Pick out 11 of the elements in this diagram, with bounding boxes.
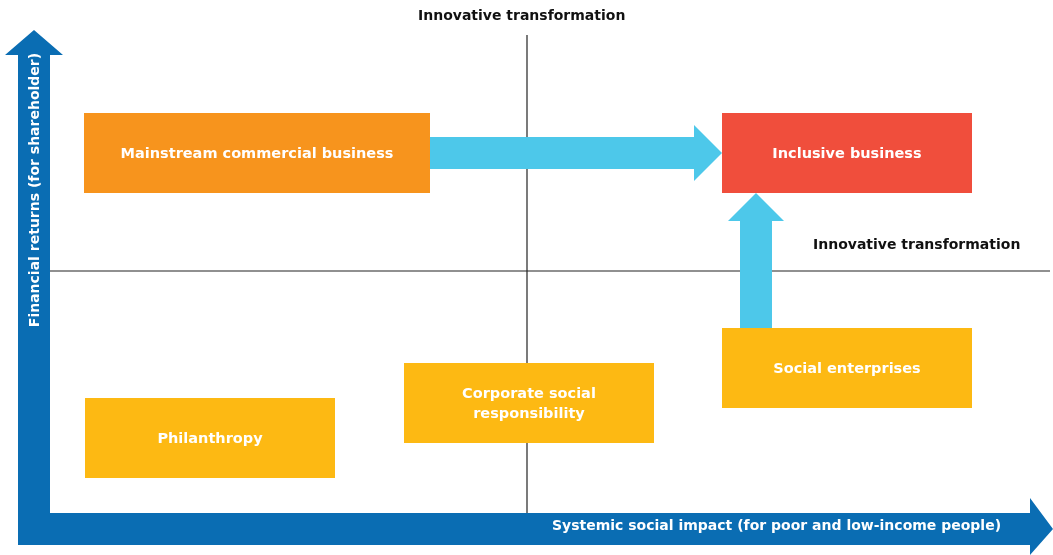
block-arrow — [728, 193, 784, 328]
divider-label: Innovative transformation — [813, 236, 1021, 252]
quadrant-box: Mainstream commercial business — [84, 113, 430, 193]
quadrant-box: Corporate social responsibility — [404, 363, 654, 443]
block-arrow — [430, 125, 722, 181]
quadrant-box: Philanthropy — [85, 398, 335, 478]
quadrant-box: Inclusive business — [722, 113, 972, 193]
divider-label: Innovative transformation — [418, 7, 626, 23]
quadrant-box: Social enterprises — [722, 328, 972, 408]
axis-label: Systemic social impact (for poor and low-income people) — [552, 517, 1002, 533]
axis-label: Financial returns (for shareholder) — [26, 52, 42, 328]
